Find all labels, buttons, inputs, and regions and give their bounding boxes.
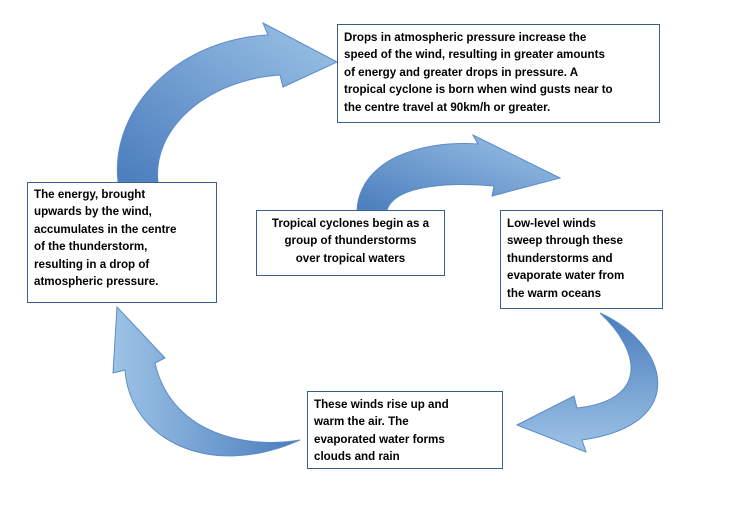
step-rise-box: These winds rise up and warm the air. Th… <box>307 391 503 469</box>
arrow-start-to-winds <box>356 133 562 211</box>
arrow-energy-to-pressure <box>116 21 339 183</box>
step-energy-box: The energy, brought upwards by the wind,… <box>27 182 217 303</box>
step-winds-box: Low-level winds sweep through these thun… <box>500 210 663 309</box>
step-pressure-box: Drops in atmospheric pressure increase t… <box>337 24 660 123</box>
step-start-box: Tropical cyclones begin as a group of th… <box>256 210 445 276</box>
arrow-winds-to-rise <box>515 312 659 453</box>
arrow-rise-to-energy <box>112 305 301 457</box>
